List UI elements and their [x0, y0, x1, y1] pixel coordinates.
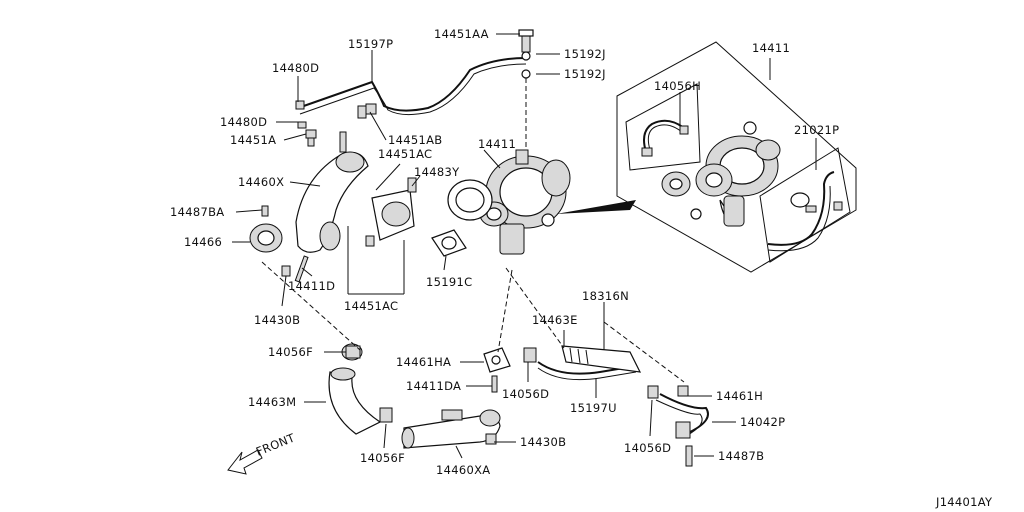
callout-15197u: 15197U — [570, 401, 617, 415]
turbocharger-14411 — [447, 149, 571, 255]
callout-14451aa: 14451AA — [434, 27, 489, 41]
kit-turbo-illustration — [661, 121, 781, 227]
callout-15192j-a: 15192J — [564, 47, 606, 61]
hose-clamps-14056f — [345, 345, 393, 423]
callout-14411-kit: 14411 — [752, 41, 790, 55]
callout-14461h: 14461H — [716, 389, 763, 403]
callout-18316n: 18316N — [582, 289, 629, 303]
kit-pipe-14056h — [643, 119, 685, 153]
resonator-14466 — [249, 205, 291, 277]
clamp-14056d-a — [523, 347, 537, 363]
front-arrow-icon — [227, 449, 263, 475]
front-direction-indicator: FRONT — [227, 430, 298, 475]
callout-14451a: 14451A — [230, 133, 276, 147]
callout-14411da: 14411DA — [406, 379, 461, 393]
front-label: FRONT — [254, 430, 298, 459]
gasket-15191c — [431, 229, 467, 257]
boot-18316n — [561, 345, 642, 373]
callout-14460x: 14460X — [238, 175, 284, 189]
callout-14056d-a: 14056D — [502, 387, 549, 401]
banjo-bolt-14451aa — [518, 29, 534, 79]
small-fasteners-top-left — [297, 105, 367, 147]
pipe-14460xa — [401, 409, 501, 449]
bolt-14430b-b — [485, 433, 497, 445]
callout-15192j-b: 15192J — [564, 67, 606, 81]
turbo-kit-box — [616, 41, 857, 273]
callout-14056f-b: 14056F — [360, 451, 405, 465]
inlet-pipe-14460x — [295, 131, 369, 253]
callout-14042p: 14042P — [740, 415, 785, 429]
callout-14451ac-b: 14451AC — [344, 299, 398, 313]
callout-14466: 14466 — [184, 235, 222, 249]
callout-14056d-b: 14056D — [624, 441, 671, 455]
callout-14451ab: 14451AB — [388, 133, 442, 147]
callout-14483y: 14483Y — [414, 165, 460, 179]
callout-14463e: 14463E — [532, 313, 578, 327]
callout-14430b-a: 14430B — [254, 313, 300, 327]
stud-14411d — [294, 255, 309, 283]
callout-14463m: 14463M — [248, 395, 296, 409]
callout-15197p: 15197P — [348, 37, 393, 51]
callout-14056h: 14056H — [654, 79, 701, 93]
callout-14411-main: 14411 — [478, 137, 516, 151]
oil-feed-pipe-15197p — [295, 57, 527, 116]
oil-return-pipe-15197u — [537, 361, 637, 381]
callout-14451ac-a: 14451AC — [378, 147, 432, 161]
connector-14461ha — [483, 347, 511, 393]
actuator-bracket-14483y — [365, 177, 417, 247]
callout-14460xa: 14460XA — [436, 463, 490, 477]
callout-14430b-b: 14430B — [520, 435, 566, 449]
kit-pointer-arrow — [556, 200, 636, 214]
callout-21021p: 21021P — [794, 123, 839, 137]
callout-14056f-a: 14056F — [268, 345, 313, 359]
pipe-14042p — [647, 385, 709, 467]
callout-14480d-b: 14480D — [220, 115, 267, 129]
callout-14411d: 14411D — [288, 279, 335, 293]
leader-lines — [232, 33, 817, 459]
callout-15191c: 15191C — [426, 275, 472, 289]
callout-14487b: 14487B — [718, 449, 764, 463]
kit-pipe-21021p — [767, 171, 835, 246]
callout-14480d-a: 14480D — [272, 61, 319, 75]
diagram-id: J14401AY — [935, 495, 993, 509]
part-callouts: 14451AA 15197P 15192J 15192J 14411 14480… — [170, 27, 993, 509]
callout-14487ba: 14487BA — [170, 205, 224, 219]
callout-14461ha: 14461HA — [396, 355, 451, 369]
